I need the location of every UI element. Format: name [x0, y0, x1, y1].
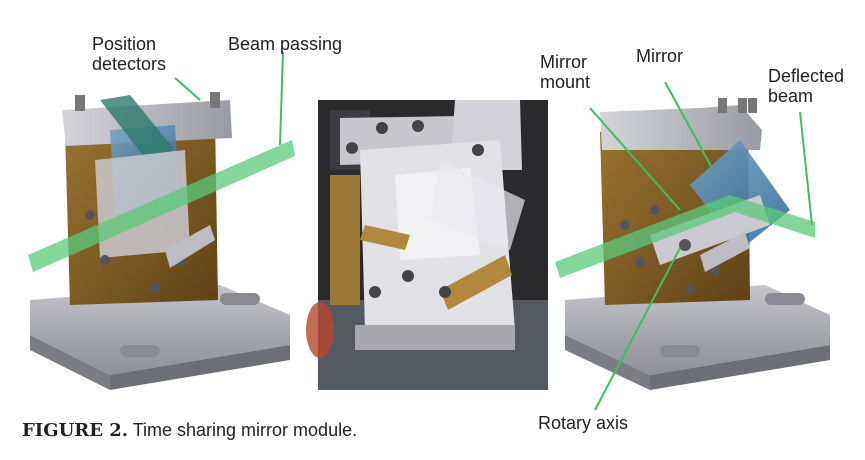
beam-left	[28, 140, 295, 272]
label-deflected-beam-line1: Deflected	[768, 66, 845, 86]
label-mirror-mount-line2: mount	[540, 72, 591, 92]
leader-position-detectors	[174, 77, 201, 101]
right-render	[555, 98, 830, 390]
middle-photo	[306, 100, 548, 390]
steel-bar-right	[600, 105, 762, 150]
leader-lines	[174, 51, 813, 411]
label-position-detectors-line2: detectors	[92, 54, 167, 74]
label-beam-passing: Beam passing	[228, 34, 343, 54]
label-mirror-mount-line1: Mirror	[540, 52, 587, 72]
left-render	[28, 92, 295, 390]
leader-mirror-mount	[589, 107, 681, 211]
beam-right-incoming	[555, 195, 735, 278]
figure-caption: FIGURE 2. Time sharing mirror module.	[22, 420, 357, 441]
figure-number: FIGURE 2.	[22, 420, 129, 441]
leader-mirror	[664, 81, 713, 169]
base-plate-right	[565, 285, 830, 375]
beam-right-deflected	[730, 195, 815, 238]
leader-deflected-beam	[799, 111, 813, 226]
label-rotary-axis: Rotary axis	[538, 413, 629, 433]
figure-caption-text: Time sharing mirror module.	[128, 420, 358, 440]
label-mirror: Mirror	[636, 46, 683, 66]
base-plate-left	[30, 285, 290, 375]
label-mirror-mount: Mirror mount	[540, 52, 590, 92]
leader-rotary-axis	[594, 247, 681, 411]
label-deflected-beam: Deflected beam	[768, 66, 844, 106]
label-position-detectors: Position detectors	[92, 34, 166, 74]
label-deflected-beam-line2: beam	[768, 86, 814, 106]
leader-beam-passing	[279, 51, 284, 146]
label-position-detectors-line1: Position	[92, 34, 157, 54]
